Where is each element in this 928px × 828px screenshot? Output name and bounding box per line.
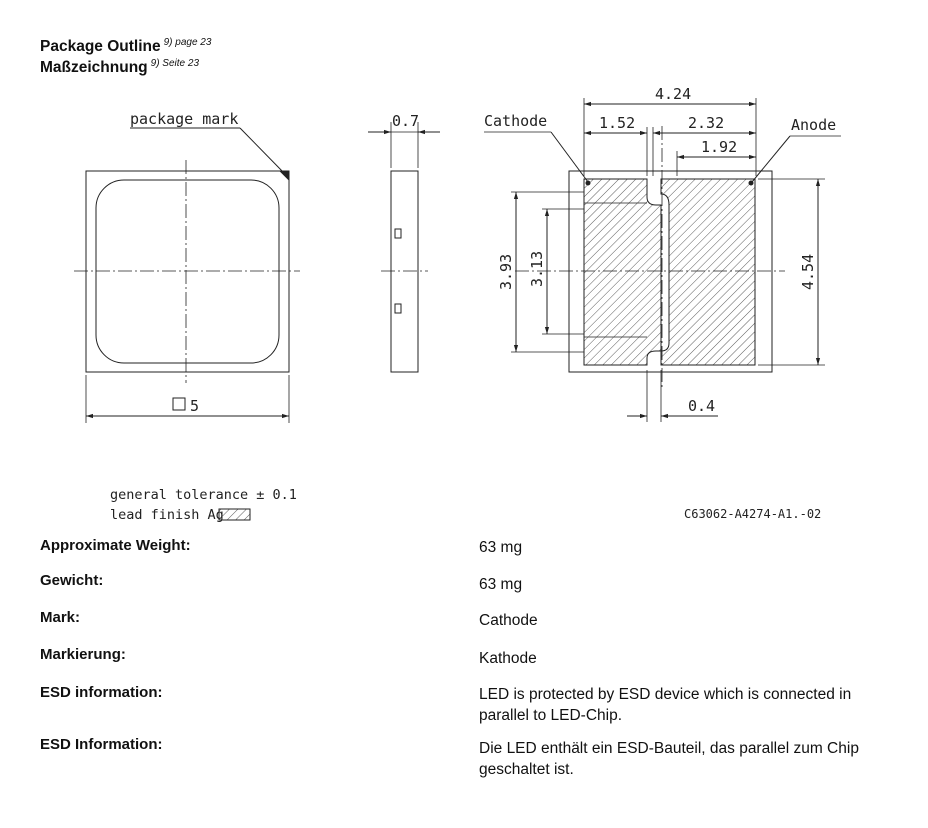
heading-title-en: Package Outline (40, 38, 161, 55)
heading-title-de: Maßzeichnung (40, 59, 148, 76)
square-symbol-icon (172, 397, 186, 411)
property-label: ESD information: (40, 684, 163, 701)
side-view (368, 122, 440, 373)
property-label: Approximate Weight: (40, 537, 191, 554)
property-value: Kathode (479, 650, 537, 667)
side-slot-top (394, 228, 402, 239)
bottom-body-outline (568, 170, 773, 373)
property-value: Die LED enthält ein ESD-Bauteil, das par… (479, 740, 859, 778)
property-value: 63 mg (479, 539, 523, 556)
anode-label: Anode (791, 116, 836, 134)
property-value: Cathode (479, 612, 538, 629)
property-label: Markierung: (40, 646, 126, 663)
package-outline-drawing: package mark 5 0.7 (74, 85, 841, 523)
lead-finish-note: lead finish Ag (110, 507, 224, 523)
package-body-outline (85, 170, 290, 373)
side-slot-bottom (394, 303, 402, 314)
lead-finish-hatch-icon (218, 508, 251, 521)
heading-note-de: 9) Seite 23 (150, 58, 200, 69)
cathode-label: Cathode (484, 112, 547, 130)
lens-outline (95, 179, 280, 364)
dim-anode-inner: 1.92 (701, 138, 737, 156)
anode-pad (660, 178, 756, 366)
package-mark-leader (239, 127, 286, 175)
package-mark-icon (278, 170, 290, 182)
cathode-marker-dot (585, 180, 591, 186)
dim-size: 5 (190, 397, 199, 415)
property-label: Mark: (40, 609, 81, 626)
top-view (74, 127, 300, 423)
anode-leader (751, 135, 791, 183)
tolerance-note: general tolerance ± 0.1 (110, 487, 297, 503)
property-label: ESD Information: (40, 736, 163, 753)
dim-right-height: 4.54 (799, 254, 817, 290)
dim-left-outer-height: 3.93 (497, 254, 515, 290)
dim-cathode-pad: 1.52 (599, 114, 635, 132)
dim-thickness: 0.7 (392, 112, 419, 130)
dim-total-width: 4.24 (655, 85, 691, 103)
property-label: Gewicht: (40, 572, 104, 589)
dim-left-inner-height: 3.13 (528, 251, 546, 287)
dim-gap: 0.4 (688, 397, 715, 415)
property-value: LED is protected by ESD device which is … (479, 686, 852, 724)
dim-anode-pad: 2.32 (688, 114, 724, 132)
heading-note-en: 9) page 23 (163, 37, 212, 48)
drawing-number: C63062-A4274-A1.-02 (684, 507, 821, 521)
side-body-outline (390, 170, 419, 373)
bottom-view (484, 98, 841, 422)
property-value: 63 mg (479, 576, 523, 593)
package-mark-label: package mark (130, 110, 238, 128)
cathode-leader (550, 131, 589, 183)
